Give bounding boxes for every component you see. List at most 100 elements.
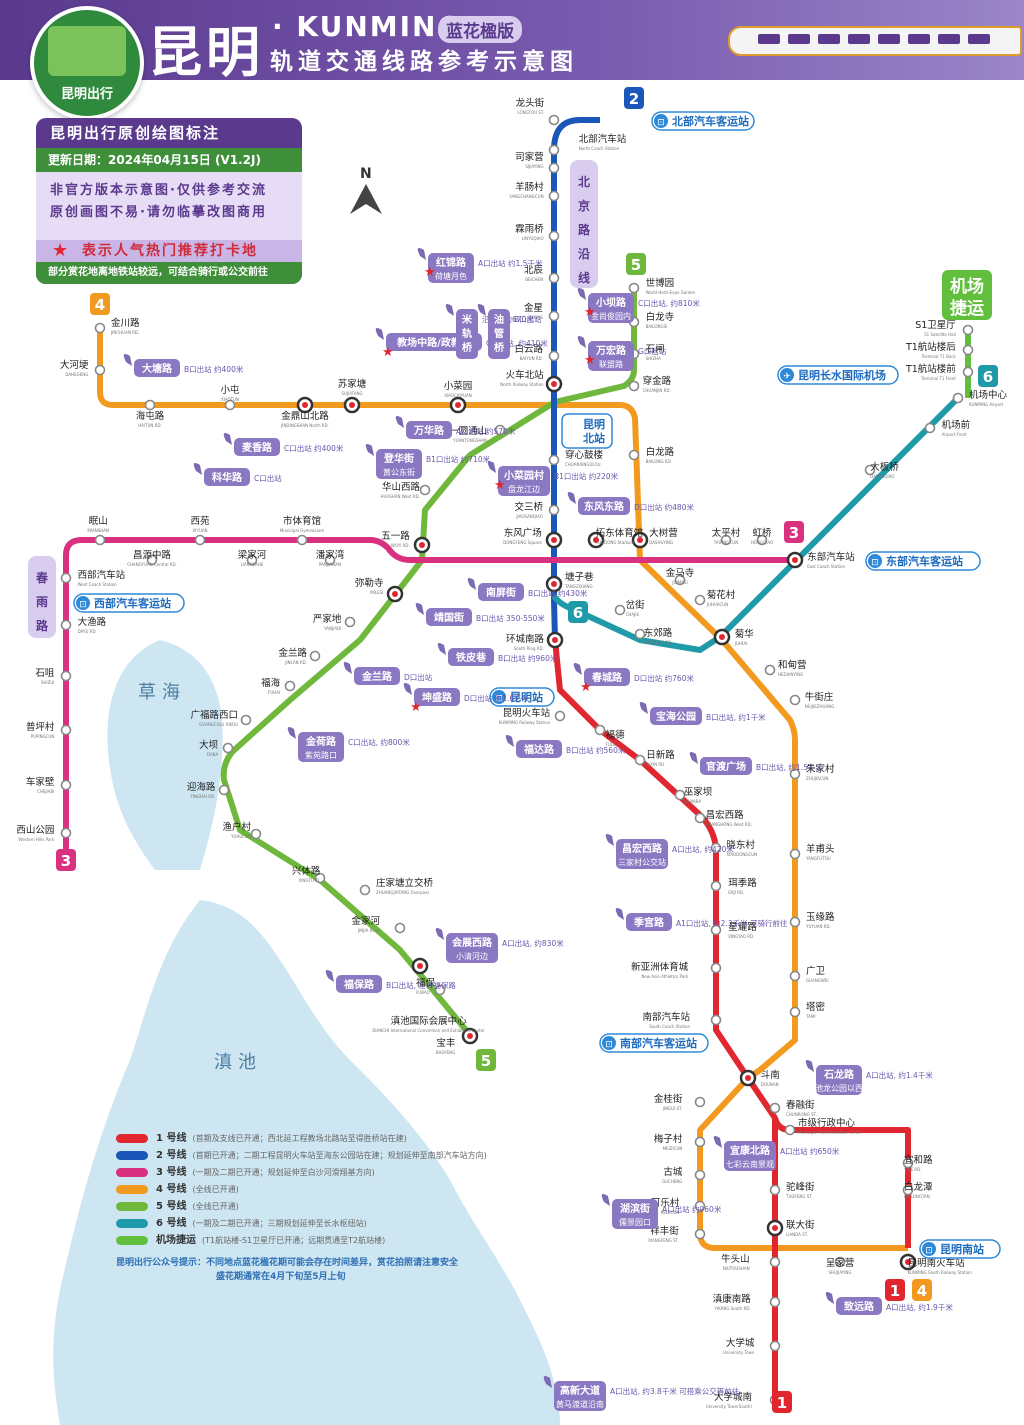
station-marker[interactable] xyxy=(789,916,801,928)
station-marker[interactable] xyxy=(60,670,72,682)
station-marker[interactable] xyxy=(710,1014,722,1026)
station-marker[interactable] xyxy=(710,962,722,974)
station-marker[interactable] xyxy=(789,848,801,860)
station-marker[interactable] xyxy=(902,1157,914,1169)
spot-box[interactable] xyxy=(724,1141,776,1171)
station-marker[interactable] xyxy=(548,454,560,466)
station-marker[interactable] xyxy=(769,1102,781,1114)
spot-box[interactable] xyxy=(414,688,460,706)
station-marker[interactable] xyxy=(694,1169,706,1181)
station-marker[interactable] xyxy=(710,924,722,936)
station-marker[interactable] xyxy=(634,628,646,640)
station-marker[interactable] xyxy=(394,922,406,934)
station-marker[interactable] xyxy=(218,784,230,796)
station-marker[interactable] xyxy=(720,534,732,546)
spot-box[interactable] xyxy=(448,648,494,666)
station-marker[interactable] xyxy=(224,399,236,411)
spot-box[interactable] xyxy=(426,608,472,626)
spot-box[interactable] xyxy=(816,1065,862,1095)
spot-box[interactable] xyxy=(354,667,400,685)
station-marker[interactable] xyxy=(548,504,560,516)
station-marker[interactable] xyxy=(628,380,640,392)
spot-box[interactable] xyxy=(836,1297,882,1315)
station-marker[interactable] xyxy=(674,789,686,801)
spot-box[interactable] xyxy=(298,732,344,762)
station-marker[interactable] xyxy=(419,484,431,496)
station-marker[interactable] xyxy=(94,534,106,546)
spot-box[interactable] xyxy=(650,707,702,725)
spot-box[interactable] xyxy=(406,421,452,439)
station-marker[interactable] xyxy=(628,449,640,461)
spot-box[interactable] xyxy=(588,341,634,371)
station-marker[interactable] xyxy=(324,554,336,566)
station-marker[interactable] xyxy=(548,190,560,202)
station-marker[interactable] xyxy=(194,534,206,546)
kunming-rail-pill[interactable] xyxy=(489,687,555,707)
station-marker[interactable] xyxy=(694,1136,706,1148)
station-marker[interactable] xyxy=(764,664,776,676)
north-rail-box[interactable] xyxy=(561,413,613,449)
station-marker[interactable] xyxy=(548,230,560,242)
station-marker[interactable] xyxy=(548,310,560,322)
station-marker[interactable] xyxy=(94,322,106,334)
station-marker[interactable] xyxy=(634,754,646,766)
spot-box[interactable] xyxy=(588,293,634,323)
station-marker[interactable] xyxy=(250,828,262,840)
station-marker[interactable] xyxy=(962,344,974,356)
spot-box[interactable] xyxy=(554,1381,606,1411)
station-marker[interactable] xyxy=(694,1096,706,1108)
spot-box[interactable] xyxy=(134,359,180,377)
spot-box[interactable] xyxy=(478,583,524,601)
station-marker[interactable] xyxy=(674,574,686,586)
station-marker[interactable] xyxy=(60,827,72,839)
station-marker[interactable] xyxy=(94,364,106,376)
station-marker[interactable] xyxy=(834,1256,846,1268)
south-coach-pill[interactable] xyxy=(599,1033,709,1053)
station-marker[interactable] xyxy=(769,1256,781,1268)
station-marker[interactable] xyxy=(769,1296,781,1308)
station-marker[interactable] xyxy=(60,619,72,631)
station-marker[interactable] xyxy=(359,884,371,896)
spot-box[interactable] xyxy=(498,466,550,496)
spot-box[interactable] xyxy=(516,740,562,758)
spot-box[interactable] xyxy=(616,839,668,869)
station-marker[interactable] xyxy=(314,872,326,884)
spot-box[interactable] xyxy=(204,468,250,486)
south-rail-pill[interactable] xyxy=(919,1239,1001,1259)
station-marker[interactable] xyxy=(694,594,706,606)
station-marker[interactable] xyxy=(864,464,876,476)
station-marker[interactable] xyxy=(789,694,801,706)
spot-box[interactable] xyxy=(584,668,630,686)
station-marker[interactable] xyxy=(694,1228,706,1240)
west-coach-pill[interactable] xyxy=(73,593,185,613)
station-marker[interactable] xyxy=(952,392,964,404)
station-marker[interactable] xyxy=(769,1184,781,1196)
station-marker[interactable] xyxy=(60,572,72,584)
station-marker[interactable] xyxy=(694,1200,706,1212)
station-marker[interactable] xyxy=(548,350,560,362)
station-marker[interactable] xyxy=(60,724,72,736)
station-marker[interactable] xyxy=(240,714,252,726)
station-marker[interactable] xyxy=(962,366,974,378)
spot-box[interactable] xyxy=(376,449,422,479)
station-marker[interactable] xyxy=(548,144,560,156)
east-coach-pill[interactable] xyxy=(865,551,981,571)
station-marker[interactable] xyxy=(344,616,356,628)
spot-box[interactable] xyxy=(428,253,474,283)
airport-pill[interactable] xyxy=(777,365,899,385)
spot-box[interactable] xyxy=(578,497,630,515)
station-marker[interactable] xyxy=(309,650,321,662)
station-marker[interactable] xyxy=(434,984,446,996)
station-marker[interactable] xyxy=(614,604,626,616)
spot-box[interactable] xyxy=(234,438,280,456)
station-marker[interactable] xyxy=(296,534,308,546)
spot-box[interactable] xyxy=(488,309,510,359)
spot-box[interactable] xyxy=(700,757,752,775)
spot-box[interactable] xyxy=(612,1199,658,1229)
north-coach-pill[interactable] xyxy=(651,111,755,131)
station-marker[interactable] xyxy=(902,1184,914,1196)
station-marker[interactable] xyxy=(494,424,506,436)
station-marker[interactable] xyxy=(789,768,801,780)
station-marker[interactable] xyxy=(962,324,974,336)
station-marker[interactable] xyxy=(146,554,158,566)
